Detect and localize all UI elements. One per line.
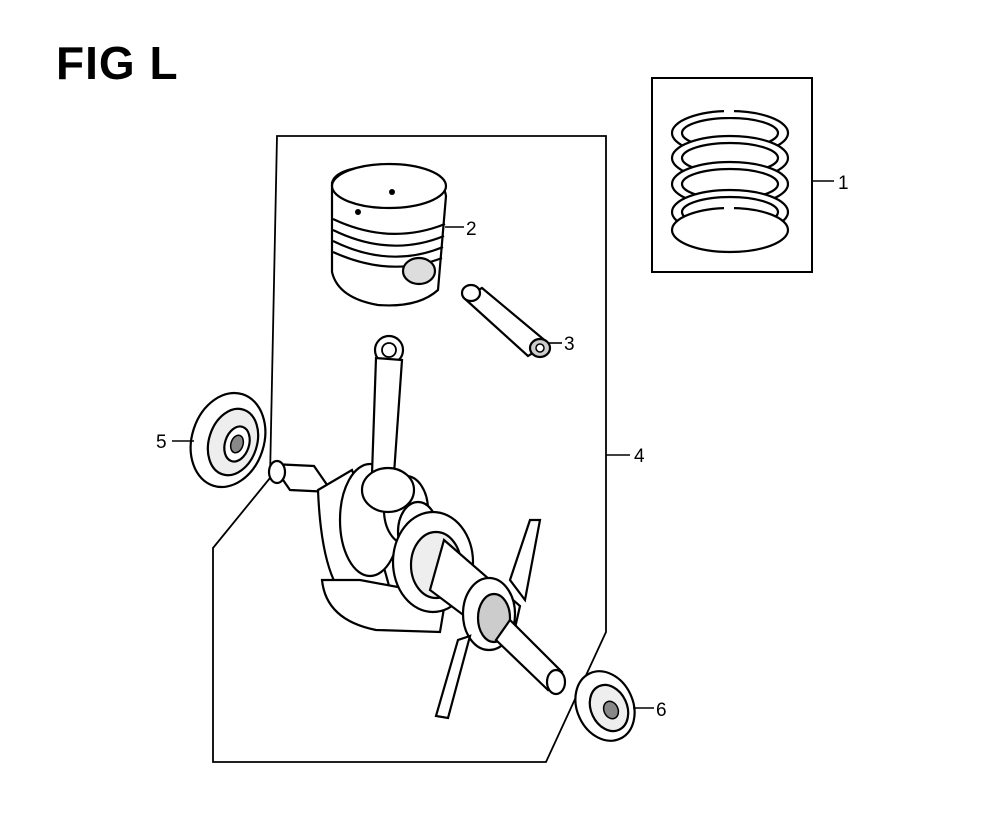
callout-4[interactable]: 4 bbox=[634, 446, 645, 467]
oil-seal-left[interactable] bbox=[179, 383, 277, 497]
callout-3[interactable]: 3 bbox=[564, 334, 575, 355]
oil-seal-right[interactable] bbox=[564, 662, 645, 751]
connecting-rod[interactable] bbox=[360, 334, 416, 514]
piston-ring-set-box bbox=[651, 77, 813, 273]
piston-ring-set[interactable] bbox=[670, 105, 790, 254]
callout-6[interactable]: 6 bbox=[656, 700, 667, 721]
callout-2[interactable]: 2 bbox=[466, 219, 477, 240]
piston[interactable] bbox=[330, 162, 448, 307]
fan-blade-assembly[interactable] bbox=[434, 518, 542, 720]
crankshaft[interactable] bbox=[267, 459, 567, 696]
callout-5[interactable]: 5 bbox=[156, 432, 167, 453]
piston-pin[interactable] bbox=[460, 283, 552, 359]
figure-title: FIG L bbox=[56, 37, 179, 89]
callout-1[interactable]: 1 bbox=[838, 173, 849, 194]
